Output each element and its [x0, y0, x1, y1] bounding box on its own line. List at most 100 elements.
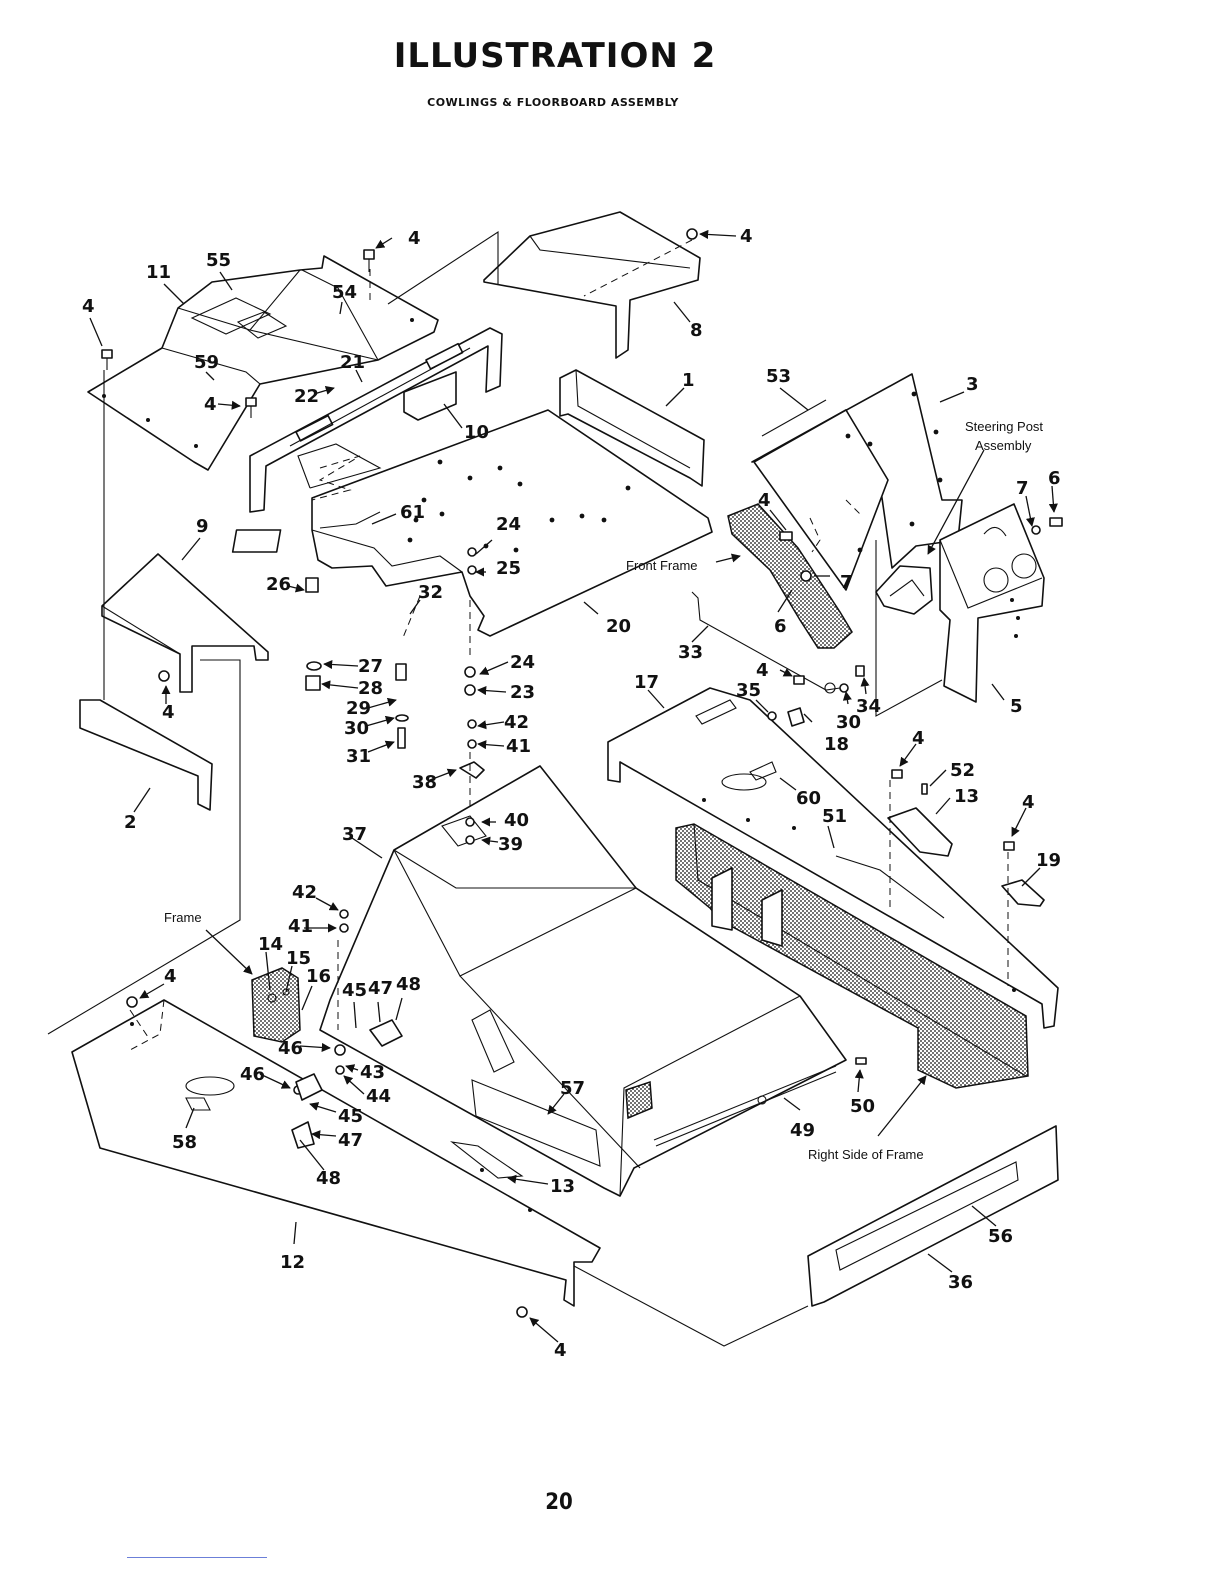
part-callout-45: 45	[338, 1106, 363, 1127]
part-callout-44: 44	[366, 1086, 391, 1107]
part-callout-59: 59	[194, 352, 219, 373]
part-callout-41: 41	[288, 916, 313, 937]
part-callout-13: 13	[954, 786, 979, 807]
part-callout-13: 13	[550, 1176, 575, 1197]
part-callout-7: 7	[1016, 478, 1029, 499]
part-callout-32: 32	[418, 582, 443, 603]
part-callout-47: 47	[368, 978, 393, 999]
part-10-bracket	[249, 327, 503, 513]
part-callout-26: 26	[266, 574, 291, 595]
part-8-cover	[483, 211, 701, 359]
part-5-post-housing	[939, 503, 1045, 703]
part-13-bracket	[887, 807, 953, 857]
part-callout-6: 6	[774, 616, 787, 637]
part-callout-38: 38	[412, 772, 437, 793]
part-callout-4: 4	[1022, 792, 1035, 813]
part-callout-21: 21	[340, 352, 365, 373]
part-callout-40: 40	[504, 810, 529, 831]
part-33-rod	[691, 591, 841, 694]
part-callout-11: 11	[146, 262, 171, 283]
part-callout-4: 4	[554, 1340, 567, 1361]
part-callout-1: 1	[682, 370, 695, 391]
part-17-side-cowl	[607, 687, 1059, 1029]
part-callout-36: 36	[948, 1272, 973, 1293]
part-callout-15: 15	[286, 948, 311, 969]
part-callout-17: 17	[634, 672, 659, 693]
part-12-side-cowl	[71, 999, 601, 1307]
part-callout-39: 39	[498, 834, 523, 855]
right-side-frame-hatched	[675, 823, 1029, 1089]
part-callout-48: 48	[396, 974, 421, 995]
part-callout-27: 27	[358, 656, 383, 677]
part-callout-2: 2	[124, 812, 137, 833]
part-callout-60: 60	[796, 788, 821, 809]
part-callout-4: 4	[82, 296, 95, 317]
part-callout-56: 56	[988, 1226, 1013, 1247]
page-title: ILLUSTRATION 2	[393, 36, 717, 76]
part-callout-25: 25	[496, 558, 521, 579]
frame-label: Frame	[164, 910, 202, 925]
part-callout-61: 61	[400, 502, 425, 523]
part-callout-55: 55	[206, 250, 231, 271]
page-number: 20	[545, 1490, 573, 1515]
alignment-lines	[47, 230, 1009, 1347]
part-callout-14: 14	[258, 934, 283, 955]
part-callout-4: 4	[204, 394, 217, 415]
part-1-channel	[559, 369, 705, 487]
part-51-rod	[835, 855, 945, 919]
part-callout-18: 18	[824, 734, 849, 755]
part-callout-23: 23	[510, 682, 535, 703]
part-callout-16: 16	[306, 966, 331, 987]
part-callout-53: 53	[766, 366, 791, 387]
part-callout-52: 52	[950, 760, 975, 781]
part-callout-20: 20	[606, 616, 631, 637]
part-callout-19: 19	[1036, 850, 1061, 871]
part-callout-28: 28	[358, 678, 383, 699]
part-callout-58: 58	[172, 1132, 197, 1153]
part-36-panel	[807, 1125, 1059, 1307]
footer-rule	[127, 1557, 267, 1558]
part-9-shield	[101, 553, 269, 693]
part-callout-41: 41	[506, 736, 531, 757]
part-callout-24: 24	[496, 514, 521, 535]
part-callout-47: 47	[338, 1130, 363, 1151]
part-callout-8: 8	[690, 320, 703, 341]
part-callout-48: 48	[316, 1168, 341, 1189]
part-callout-37: 37	[342, 824, 367, 845]
part-49-rod	[653, 1065, 837, 1147]
steering-post-label-2: Assembly	[975, 438, 1032, 453]
part-37-hood	[319, 765, 847, 1197]
part-callout-42: 42	[292, 882, 317, 903]
part-callout-4: 4	[758, 490, 771, 511]
part-callout-4: 4	[408, 228, 421, 249]
part-callout-46: 46	[240, 1064, 265, 1085]
part-callout-24: 24	[510, 652, 535, 673]
part-callout-5: 5	[1010, 696, 1023, 717]
part-callout-30: 30	[344, 718, 369, 739]
steering-post-label-1: Steering Post	[965, 419, 1043, 434]
part-callout-51: 51	[822, 806, 847, 827]
part-callout-35: 35	[736, 680, 761, 701]
frame-bracket-hatched	[251, 967, 301, 1043]
part-callout-7: 7	[840, 572, 853, 593]
right-side-frame-label: Right Side of Frame	[808, 1147, 924, 1162]
part-callout-31: 31	[346, 746, 371, 767]
steering-post-assembly	[875, 565, 933, 615]
part-callout-29: 29	[346, 698, 371, 719]
part-callout-12: 12	[280, 1252, 305, 1273]
part-callout-45: 45	[342, 980, 367, 1001]
leader-lines	[89, 229, 1058, 1343]
part-11-rear-cowl	[87, 255, 439, 471]
part-callout-34: 34	[856, 696, 881, 717]
part-callout-42: 42	[504, 712, 529, 733]
part-callout-10: 10	[464, 422, 489, 443]
part-callout-49: 49	[790, 1120, 815, 1141]
part-callout-33: 33	[678, 642, 703, 663]
part-20-floorboard	[231, 409, 713, 637]
part-callout-3: 3	[966, 374, 979, 395]
page-subtitle: COWLINGS & FLOORBOARD ASSEMBLY	[427, 96, 679, 109]
part-callout-9: 9	[196, 516, 209, 537]
